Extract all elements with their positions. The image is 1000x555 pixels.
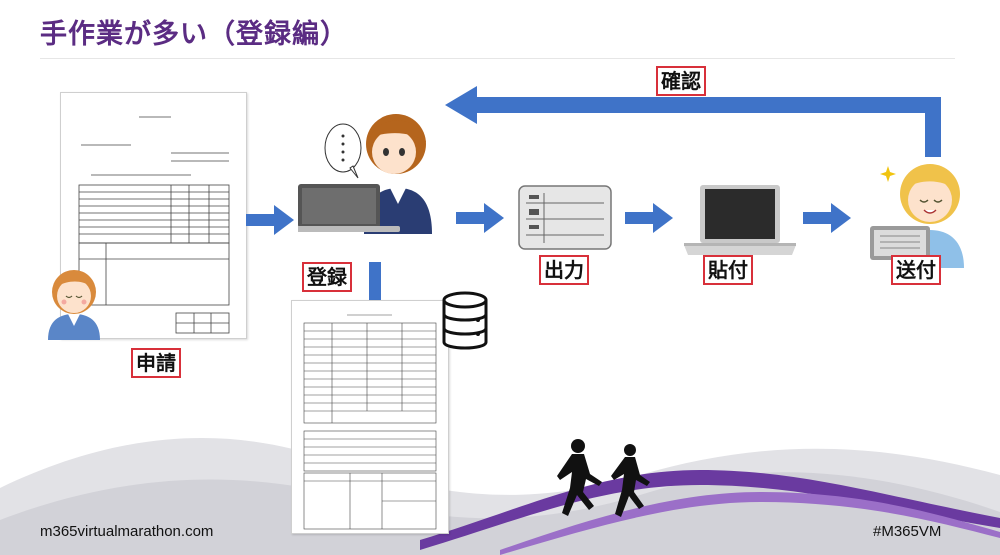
label-send: 送付	[891, 255, 941, 285]
operator-at-laptop-icon	[298, 114, 432, 234]
database-icon	[442, 291, 488, 350]
laptop-icon	[684, 185, 796, 255]
footer-wave	[0, 438, 1000, 555]
output-slip-icon	[518, 185, 612, 250]
arrow-right-icon	[803, 203, 851, 233]
footer-hashtag: #M365VM	[873, 523, 942, 540]
runners-silhouette	[557, 439, 650, 517]
label-paste: 貼付	[703, 255, 753, 285]
sender-person-icon	[870, 164, 964, 268]
arrow-right-icon	[625, 203, 673, 233]
registration-form-document	[291, 300, 449, 534]
label-confirm: 確認	[656, 66, 706, 96]
label-register: 登録	[302, 262, 352, 292]
footer-url: m365virtualmarathon.com	[40, 523, 214, 540]
page-title: 手作業が多い（登録編）	[40, 19, 348, 50]
arrow-right-icon	[246, 205, 294, 235]
arrow-right-icon	[456, 203, 504, 233]
confirm-feedback-arrow-icon	[445, 86, 941, 157]
label-apply: 申請	[131, 348, 181, 378]
applicant-person-icon	[48, 270, 100, 340]
label-output: 出力	[539, 255, 589, 285]
title-divider	[40, 58, 955, 59]
